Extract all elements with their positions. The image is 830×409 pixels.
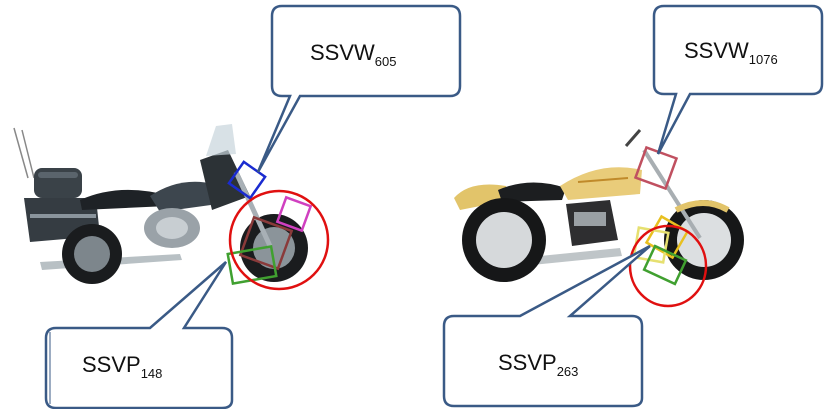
blue-detection-box [227,160,267,200]
right-top-callout: SSVW1076 [652,4,824,155]
brown-detection-box [238,215,294,271]
left-bottom-callout-main: SSVP [82,352,141,377]
left-top-callout-sub: 605 [375,54,397,69]
touring-motorcycle-photo [13,124,308,284]
right-top-callout-sub: 1076 [749,52,778,67]
left-bottom-callout: SSVP148 [44,261,234,409]
left-top-callout-main: SSVW [310,40,375,65]
svg-text:SSVP148: SSVP148 [82,352,162,381]
right-bottom-callout-main: SSVP [498,350,557,375]
right-detection-boxes [628,145,708,308]
red-region-circle [228,189,330,291]
left-top-callout: SSVW605 [256,4,462,173]
green-detection-box [642,244,688,286]
red-region-circle [628,224,708,308]
sportster-motorcycle-photo [454,129,744,282]
right-top-callout-main: SSVW [684,38,749,63]
green-detection-box [226,244,278,286]
svg-text:SSVP263: SSVP263 [498,350,578,379]
magenta-detection-box [275,195,313,233]
right-bottom-callout-sub: 263 [557,364,579,379]
left-bottom-callout-sub: 148 [141,366,163,381]
svg-text:SSVW1076: SSVW1076 [684,38,778,67]
left-detection-boxes [226,160,330,291]
svg-text:SSVW605: SSVW605 [310,40,397,69]
right-bottom-callout: SSVP263 [442,244,651,408]
pink-detection-box [633,145,679,191]
